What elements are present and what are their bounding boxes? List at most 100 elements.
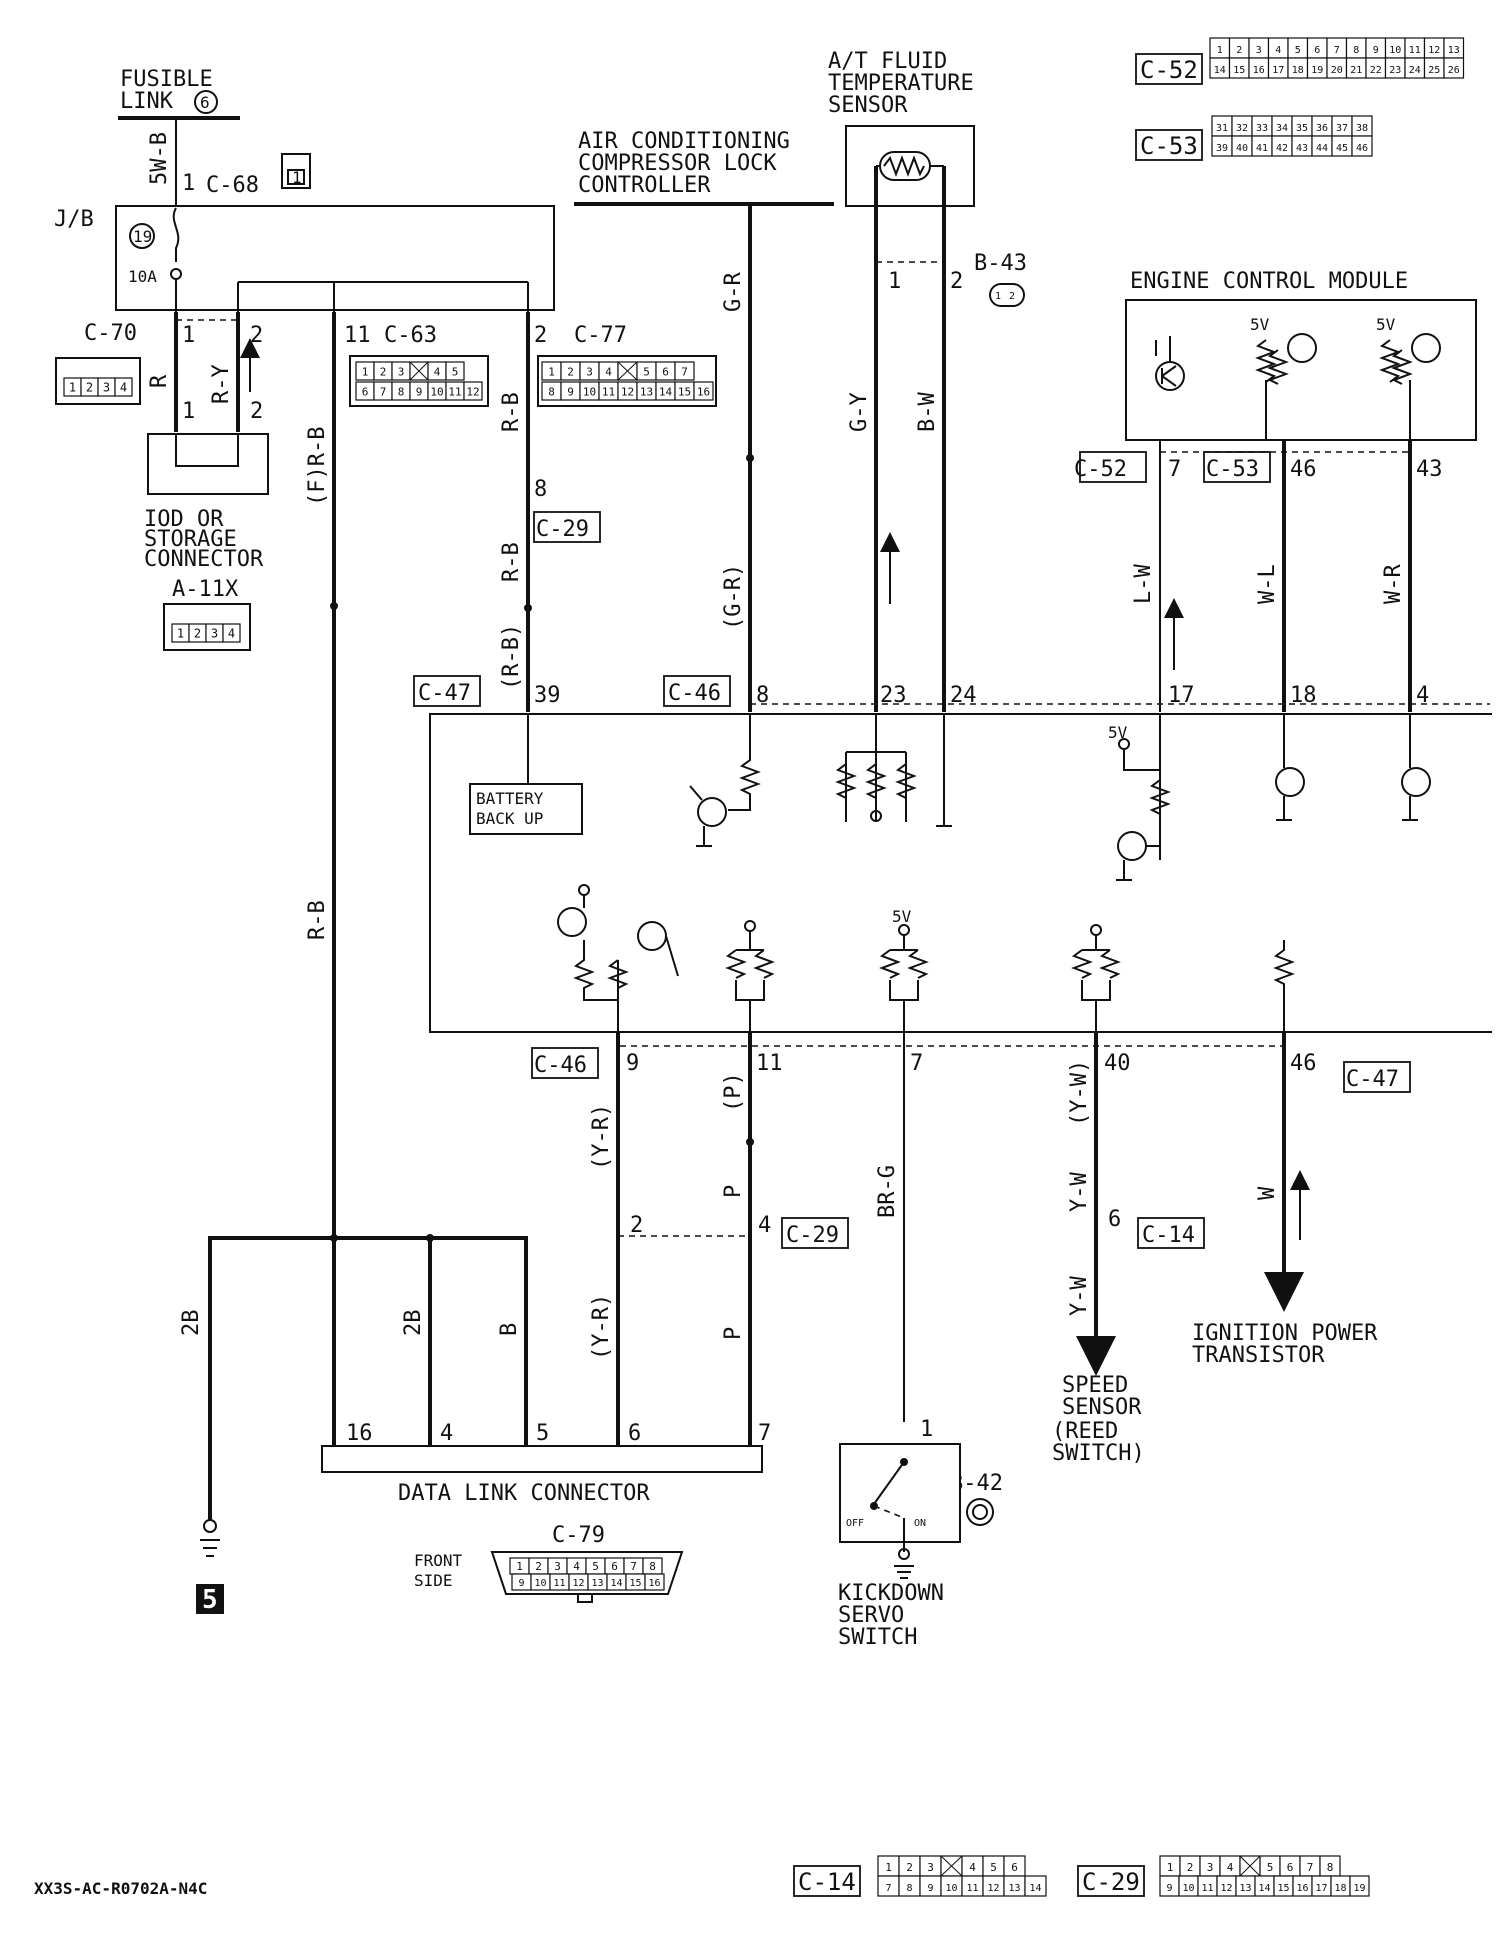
ac-label-3: CONTROLLER: [578, 173, 711, 198]
reed-switch-label-1: (REED: [1052, 1419, 1118, 1444]
fusible-link-number: 6: [200, 93, 210, 112]
fusible-link-number-circle: [194, 90, 218, 114]
ecm-5v-1: 5V: [1250, 315, 1270, 334]
connector-cell-label: 4: [573, 1560, 580, 1573]
wire-label-p-2: P: [721, 1327, 746, 1340]
iod-label-2: STORAGE: [144, 527, 237, 552]
connector-cell-label: 5: [592, 1560, 599, 1573]
wire-label-rbp: (R-B): [499, 624, 524, 690]
connector-cell-label: 11: [1409, 45, 1421, 56]
connector-cell-label: 3: [103, 381, 110, 395]
connector-cell-label: 41: [1256, 143, 1268, 154]
connector-cell-label: 1: [1167, 1861, 1174, 1874]
wire-label-ry: R-Y: [209, 364, 234, 404]
connector-c70-label: C-70: [84, 321, 137, 346]
connector-cell-label: 20: [1331, 65, 1343, 76]
connector-cell-label: 4: [120, 381, 127, 395]
connector-cell-label: 16: [1253, 65, 1265, 76]
connector-cell-label: 3: [1256, 45, 1262, 56]
connector-cell-label: 12: [466, 386, 479, 399]
ignition-label-2: TRANSISTOR: [1192, 1343, 1325, 1368]
connector-cell-label: 17: [1272, 65, 1284, 76]
connector-cell-label: 6: [1287, 1861, 1294, 1874]
fuse-number-circle: [129, 223, 155, 249]
ground-number-box: [196, 1584, 224, 1614]
fuse-rating: 10A: [128, 267, 157, 286]
connector-cell-label: 16: [1296, 1883, 1308, 1894]
pin-c29-8: 8: [534, 477, 547, 502]
wire-label-rb-2: R-B: [499, 542, 524, 582]
connector-cell-label: 11: [1201, 1883, 1213, 1894]
wire-label-grp: (G-R): [721, 564, 746, 630]
connector-cell-label: 1: [1217, 45, 1223, 56]
connector-cell-label: 15: [1277, 1883, 1289, 1894]
connector-cell-label: 5: [452, 366, 459, 379]
connector-c14-label: C-14: [1142, 1223, 1195, 1248]
connector-cell-label: 11: [966, 1883, 978, 1894]
connector-cell-label: 2: [380, 366, 387, 379]
connector-cell-label: 11: [553, 1578, 565, 1589]
wire-label-yrp-1: (Y-R): [589, 1104, 614, 1170]
connector-c29-label-2: C-29: [786, 1223, 839, 1248]
pin-ecm-9: 9: [626, 1051, 639, 1076]
ecm-label: ENGINE CONTROL MODULE: [1130, 269, 1408, 294]
pin-dlc-5: 5: [536, 1421, 549, 1446]
at-fluid-label-2: TEMPERATURE: [828, 71, 974, 96]
connector-cell-label: 2: [86, 381, 93, 395]
wire-label-r: R: [147, 374, 172, 388]
connector-c68-label: C-68: [206, 173, 259, 198]
connector-cell-label: 7: [1307, 1861, 1314, 1874]
connector-cell-label: 14: [1214, 65, 1226, 76]
connector-cell-label: 3: [586, 366, 593, 379]
connector-c29-label-bottom: C-29: [1082, 1868, 1140, 1896]
connector-cell-label: 21: [1350, 65, 1362, 76]
wire-label-yw-2: Y-W: [1067, 1276, 1092, 1316]
connector-cell-label: 7: [630, 1560, 637, 1573]
connector-cell-label: 2: [1236, 45, 1242, 56]
connector-cell-label: 6: [1314, 45, 1320, 56]
connector-cell-label: 19: [1353, 1883, 1365, 1894]
connector-cell-label: 9: [1373, 45, 1379, 56]
pin-ecm-7: 7: [910, 1051, 923, 1076]
connector-cell-label: 6: [611, 1560, 618, 1573]
footer-code: XX3S-AC-R0702A-N4C: [34, 1879, 207, 1898]
connector-cell-label: 10: [583, 386, 596, 399]
connector-cell-blank: [940, 1855, 963, 1877]
connector-cell-label: 2: [906, 1861, 913, 1874]
pin-dlc-4: 4: [440, 1421, 453, 1446]
wire-label-yw-1: Y-W: [1067, 1172, 1092, 1212]
connector-c53-label-top: C-53: [1140, 132, 1198, 160]
connector-cell-label: 33: [1256, 123, 1268, 134]
connector-cell-label: 13: [591, 1578, 603, 1589]
connector-cell-label: 25: [1428, 65, 1440, 76]
connector-cell-label: 8: [906, 1883, 912, 1894]
ground-and-dlc: 2B 2B B 5 16 4 5 6 7 DATA LINK CONNECTOR…: [179, 1234, 771, 1615]
connector-cell-label: 2: [194, 627, 201, 641]
junction-block: J/B 19 10A: [54, 205, 555, 312]
pin-c53-46: 46: [1290, 457, 1317, 482]
pin-ecm-11: 11: [756, 1051, 783, 1076]
pin-c70-1: 1: [182, 323, 195, 348]
connector-cell-blank: [409, 361, 429, 381]
wire-label-gy: G-Y: [847, 392, 872, 432]
connector-cell-label: 6: [662, 366, 669, 379]
wire-label-2b: 2B: [401, 1310, 426, 1337]
lower-wiring: C-46 9 11 7 40 46 C-47 (Y-R) 2 (Y-R) (P)…: [531, 1032, 1411, 1466]
connector-cell-label: 5: [1295, 45, 1301, 56]
fusible-link-block: FUSIBLE LINK 6 5W-B 1 C-68 1: [118, 67, 311, 208]
svg-text:1: 1: [995, 291, 1001, 302]
connector-cell: [1443, 57, 1465, 79]
connector-cell-label: 4: [969, 1861, 976, 1874]
connector-cell-label: 18: [1292, 65, 1304, 76]
connector-cell-label: 10: [1389, 45, 1401, 56]
front-side-label-2: SIDE: [414, 1571, 453, 1590]
pin-c63-11: 11: [344, 323, 371, 348]
pin-ecm-40: 40: [1104, 1051, 1131, 1076]
ecm-top-box: ENGINE CONTROL MODULE 5V 5V C-52 7 C-53 …: [750, 269, 1490, 712]
